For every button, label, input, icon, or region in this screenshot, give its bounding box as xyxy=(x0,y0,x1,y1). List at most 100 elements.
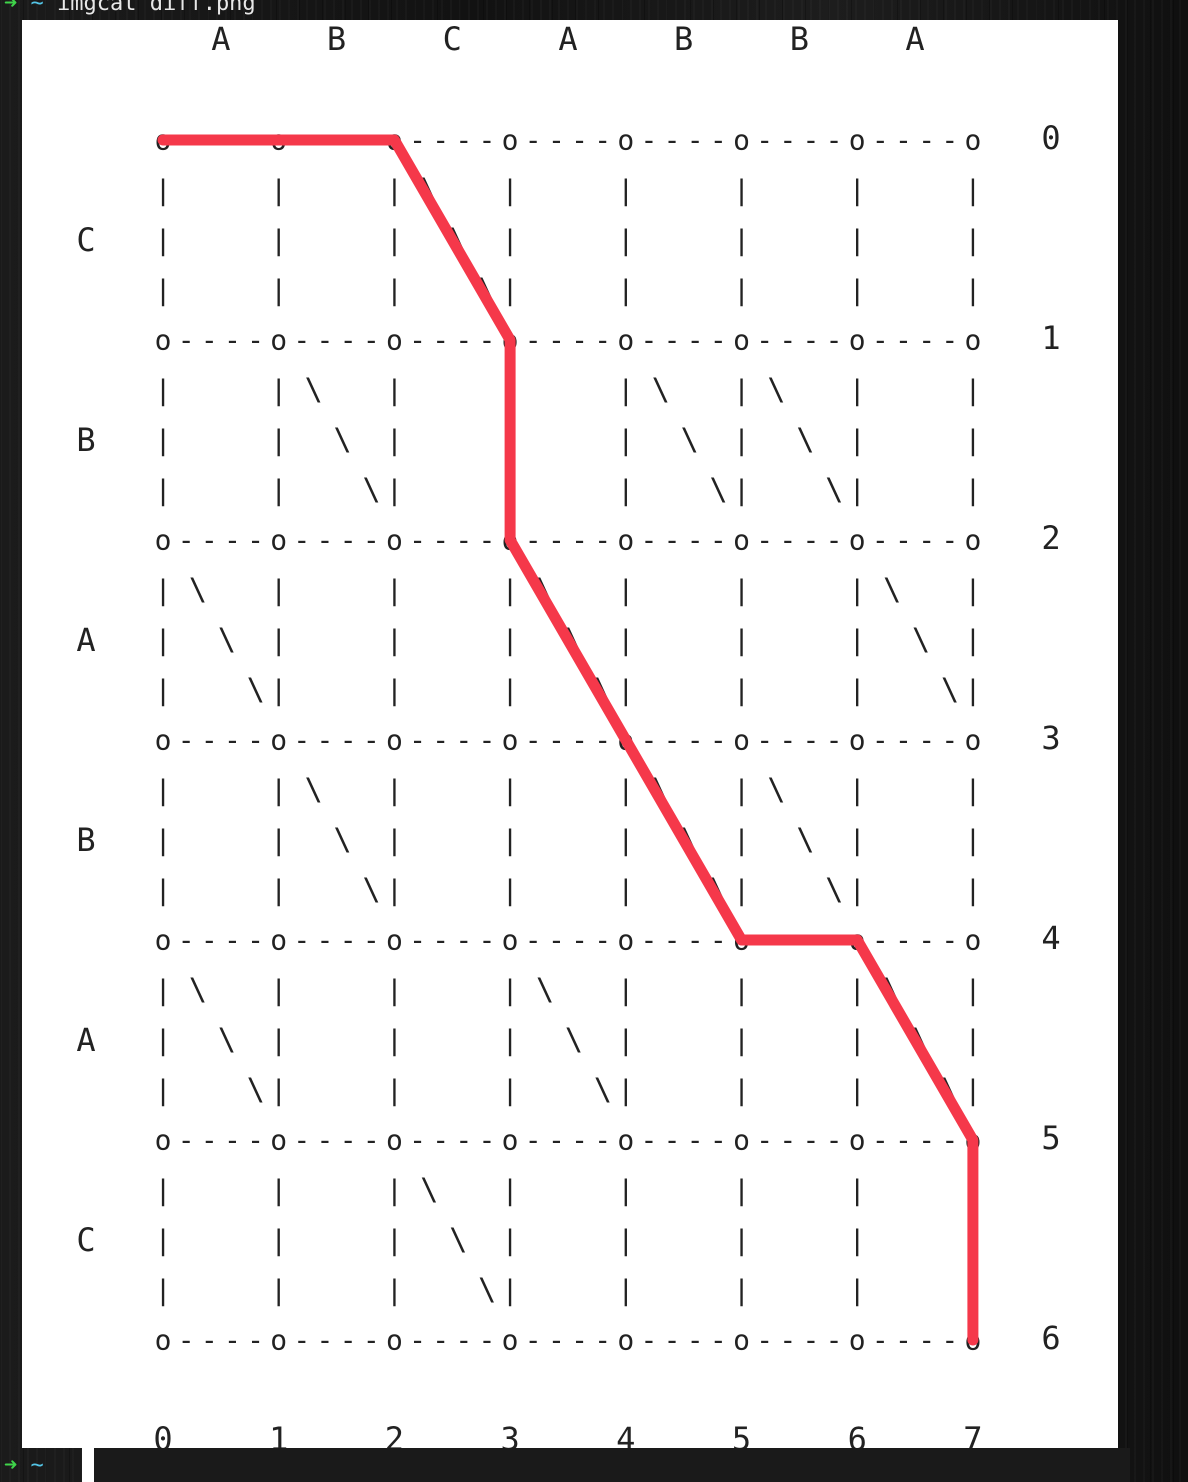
vertical-edge: | xyxy=(733,974,750,1007)
vertical-edge: | xyxy=(617,674,634,707)
grid-node: o xyxy=(502,924,519,957)
vertical-edge: | xyxy=(849,274,866,307)
vertical-edge: | xyxy=(617,1174,634,1207)
row-index-label: 4 xyxy=(1041,919,1060,957)
horizontal-edge: - xyxy=(710,324,727,357)
grid-node: o xyxy=(502,1324,519,1357)
horizontal-edge: - xyxy=(525,1324,542,1357)
prompt-arrow-icon: ➜ xyxy=(4,0,18,16)
grid-node: o xyxy=(155,324,172,357)
horizontal-edge: - xyxy=(455,124,472,157)
column-index-label: 1 xyxy=(269,1420,288,1448)
horizontal-edge: - xyxy=(201,724,218,757)
vertical-edge: | xyxy=(502,174,519,207)
grid-node: o xyxy=(386,924,403,957)
horizontal-edge: - xyxy=(525,1124,542,1157)
horizontal-edge: - xyxy=(432,124,449,157)
horizontal-edge: - xyxy=(224,924,241,957)
horizontal-edge: - xyxy=(641,1324,658,1357)
horizontal-edge: - xyxy=(756,724,773,757)
diagonal-edge: \ xyxy=(796,823,814,858)
horizontal-edge: - xyxy=(247,524,264,557)
horizontal-edge: - xyxy=(594,924,611,957)
horizontal-edge: - xyxy=(201,324,218,357)
vertical-edge: | xyxy=(270,874,287,907)
horizontal-edge: - xyxy=(363,724,380,757)
vertical-edge: | xyxy=(386,1024,403,1057)
diagonal-edge: \ xyxy=(883,573,901,608)
vertical-edge: | xyxy=(270,424,287,457)
horizontal-edge: - xyxy=(340,724,357,757)
horizontal-edge: - xyxy=(201,1124,218,1157)
vertical-edge: | xyxy=(617,774,634,807)
vertical-edge: | xyxy=(617,874,634,907)
horizontal-edge: - xyxy=(432,924,449,957)
prompt-directory: ~ xyxy=(30,0,44,16)
vertical-edge: | xyxy=(733,624,750,657)
vertical-edge: | xyxy=(964,624,981,657)
horizontal-edge: - xyxy=(895,324,912,357)
horizontal-edge: - xyxy=(664,124,681,157)
horizontal-edge: - xyxy=(455,724,472,757)
vertical-edge: | xyxy=(502,774,519,807)
left-label: B xyxy=(76,821,95,859)
diagonal-edge: \ xyxy=(305,773,323,808)
vertical-edge: | xyxy=(155,1174,172,1207)
horizontal-edge: - xyxy=(363,924,380,957)
horizontal-edge: - xyxy=(571,924,588,957)
vertical-edge: | xyxy=(733,1074,750,1107)
grid-node: o xyxy=(617,1324,634,1357)
diagonal-edge: \ xyxy=(247,673,265,708)
horizontal-edge: - xyxy=(178,724,195,757)
column-index-label: 5 xyxy=(732,1420,751,1448)
row-index-label: 0 xyxy=(1041,119,1060,157)
horizontal-edge: - xyxy=(293,524,310,557)
vertical-edge: | xyxy=(386,874,403,907)
diagonal-edge: \ xyxy=(449,1223,467,1258)
vertical-edge: | xyxy=(964,1074,981,1107)
terminal-prompt-line[interactable]: ➜ ~ xyxy=(4,1455,44,1477)
top-label: A xyxy=(905,20,924,58)
row-index-label: 2 xyxy=(1041,519,1060,557)
horizontal-edge: - xyxy=(548,724,565,757)
vertical-edge: | xyxy=(155,574,172,607)
horizontal-edge: - xyxy=(432,724,449,757)
horizontal-edge: - xyxy=(293,1124,310,1157)
horizontal-edge: - xyxy=(802,124,819,157)
horizontal-edge: - xyxy=(872,1124,889,1157)
vertical-edge: | xyxy=(733,1274,750,1307)
horizontal-edge: - xyxy=(548,324,565,357)
horizontal-edge: - xyxy=(548,924,565,957)
horizontal-edge: - xyxy=(872,1324,889,1357)
grid-node: o xyxy=(502,124,519,157)
diagonal-edge: \ xyxy=(536,973,554,1008)
grid-node: o xyxy=(155,524,172,557)
diagonal-edge: \ xyxy=(189,573,207,608)
top-label: B xyxy=(790,20,809,58)
horizontal-edge: - xyxy=(664,324,681,357)
horizontal-edge: - xyxy=(918,124,935,157)
vertical-edge: | xyxy=(617,474,634,507)
grid-node: o xyxy=(964,124,981,157)
horizontal-edge: - xyxy=(802,724,819,757)
horizontal-edge: - xyxy=(687,524,704,557)
vertical-edge: | xyxy=(155,1074,172,1107)
vertical-edge: | xyxy=(733,774,750,807)
horizontal-edge: - xyxy=(941,1324,958,1357)
vertical-edge: | xyxy=(617,424,634,457)
horizontal-edge: - xyxy=(571,324,588,357)
vertical-edge: | xyxy=(270,574,287,607)
horizontal-edge: - xyxy=(710,724,727,757)
column-index-label: 0 xyxy=(153,1420,172,1448)
horizontal-edge: - xyxy=(895,524,912,557)
command-text: imgcat diff.png xyxy=(57,0,256,16)
vertical-edge: | xyxy=(617,274,634,307)
horizontal-edge: - xyxy=(293,324,310,357)
vertical-edge: | xyxy=(733,824,750,857)
horizontal-edge: - xyxy=(224,524,241,557)
horizontal-edge: - xyxy=(641,324,658,357)
grid-node: o xyxy=(964,324,981,357)
horizontal-edge: - xyxy=(455,924,472,957)
vertical-edge: | xyxy=(849,674,866,707)
horizontal-edge: - xyxy=(409,724,426,757)
